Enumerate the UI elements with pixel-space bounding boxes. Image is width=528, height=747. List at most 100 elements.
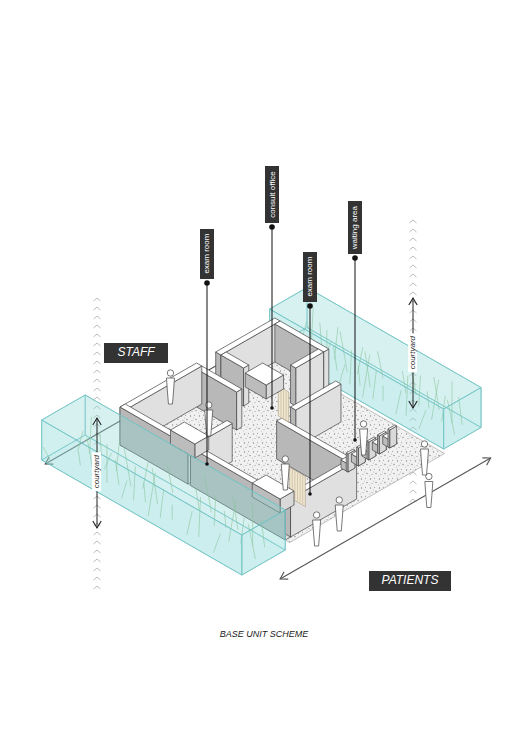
chevron-mark xyxy=(410,220,417,223)
chevron-mark xyxy=(94,352,101,355)
screen-slat xyxy=(286,392,287,420)
box-top xyxy=(291,381,341,410)
room-name: exam room xyxy=(305,257,314,297)
flow-tag: PATIENTS xyxy=(369,571,452,591)
chevron-mark xyxy=(410,292,417,295)
box-top xyxy=(245,363,283,385)
person-body xyxy=(166,378,174,404)
box-top xyxy=(291,349,324,368)
dimension-arrowhead xyxy=(93,521,101,528)
chevron-mark xyxy=(94,298,101,301)
leader-dot xyxy=(269,224,275,230)
leader-end-dot xyxy=(270,406,274,410)
path-arrowhead xyxy=(280,572,288,579)
room-tag: exam room xyxy=(303,252,316,302)
box-top xyxy=(120,363,202,410)
courtyard-top-glass xyxy=(270,288,481,410)
room-tag: waiting area xyxy=(348,201,361,254)
box-top xyxy=(197,366,242,392)
screen-slat xyxy=(280,389,281,417)
leader-end-dot xyxy=(308,492,312,496)
box-side xyxy=(237,389,242,430)
chevron-mark xyxy=(94,343,101,346)
chevron-mark xyxy=(410,274,417,277)
person-figure xyxy=(281,456,289,490)
box-side xyxy=(367,441,369,460)
leader-line xyxy=(272,227,273,408)
person-figure xyxy=(205,402,213,436)
person-body xyxy=(360,429,368,455)
chevron-mark xyxy=(410,238,417,241)
chevron-mark xyxy=(410,247,417,250)
courtyard-dimension xyxy=(409,298,417,408)
leader-lines xyxy=(204,224,358,496)
leader-dot xyxy=(307,303,313,309)
screen-slat xyxy=(283,390,284,418)
chevron-mark xyxy=(410,481,417,484)
screen-slat xyxy=(297,473,298,501)
box-side xyxy=(357,447,359,466)
chevron-mark xyxy=(94,532,101,535)
box-top xyxy=(170,422,208,444)
room-tag: consult office xyxy=(265,166,278,223)
room-name: waiting area xyxy=(350,206,359,249)
courtyard-label: courtyard xyxy=(408,333,417,372)
screen-slat xyxy=(300,475,301,503)
box-top xyxy=(216,318,280,355)
courtyard-label-holder: courtyard xyxy=(408,333,417,372)
person-body xyxy=(425,482,433,508)
courtyard-top-glass xyxy=(42,395,286,535)
person-figure xyxy=(425,473,433,507)
leader-line xyxy=(310,306,311,494)
person-head xyxy=(167,370,173,376)
chevron-mark xyxy=(94,370,101,373)
person-head xyxy=(282,456,288,462)
patients-path xyxy=(280,458,491,579)
waiting-chair-back xyxy=(388,425,397,448)
screen-slat xyxy=(294,472,295,500)
screen-slat xyxy=(302,476,303,504)
chevron-mark xyxy=(94,316,101,319)
chevron-mark xyxy=(94,361,101,364)
person-figure xyxy=(421,441,429,475)
courtyard-label-holder: courtyard xyxy=(92,452,101,491)
dimension-arrowhead xyxy=(409,401,417,408)
patients-path-line xyxy=(280,458,491,579)
flow-name: PATIENTS xyxy=(382,574,439,588)
chevron-mark xyxy=(410,283,417,286)
person-figure xyxy=(313,512,321,546)
room-name: exam room xyxy=(202,234,211,274)
wall xyxy=(197,366,242,430)
box-top xyxy=(275,321,329,352)
leader-line xyxy=(207,283,208,464)
leader-dot xyxy=(352,255,358,261)
box-top xyxy=(221,352,249,368)
chevron-mark xyxy=(94,568,101,571)
person-head xyxy=(360,421,366,427)
flow-tag: STAFF xyxy=(104,343,167,363)
room-tag: exam room xyxy=(200,229,213,279)
chevron-mark xyxy=(94,334,101,337)
chevron-mark xyxy=(410,229,417,232)
chevron-mark xyxy=(94,397,101,400)
chevron-mark xyxy=(410,265,417,268)
courtyard-label: courtyard xyxy=(92,452,101,491)
chevron-mark xyxy=(94,379,101,382)
person-figure xyxy=(166,370,174,404)
person-head xyxy=(421,441,427,447)
consult-desk xyxy=(245,363,283,399)
box-top xyxy=(277,418,352,461)
person-body xyxy=(421,449,429,475)
leader-dot xyxy=(204,280,210,286)
leader-line xyxy=(355,258,356,440)
person-body xyxy=(335,505,343,531)
box-side xyxy=(291,365,296,406)
chevron-mark xyxy=(94,541,101,544)
person-body xyxy=(205,410,213,436)
leader-end-dot xyxy=(205,462,209,466)
caption-holder: BASE UNIT SCHEME xyxy=(220,629,309,639)
person-head xyxy=(313,512,319,518)
person-body xyxy=(281,464,289,490)
person-body xyxy=(313,520,321,546)
box-side xyxy=(324,349,329,390)
